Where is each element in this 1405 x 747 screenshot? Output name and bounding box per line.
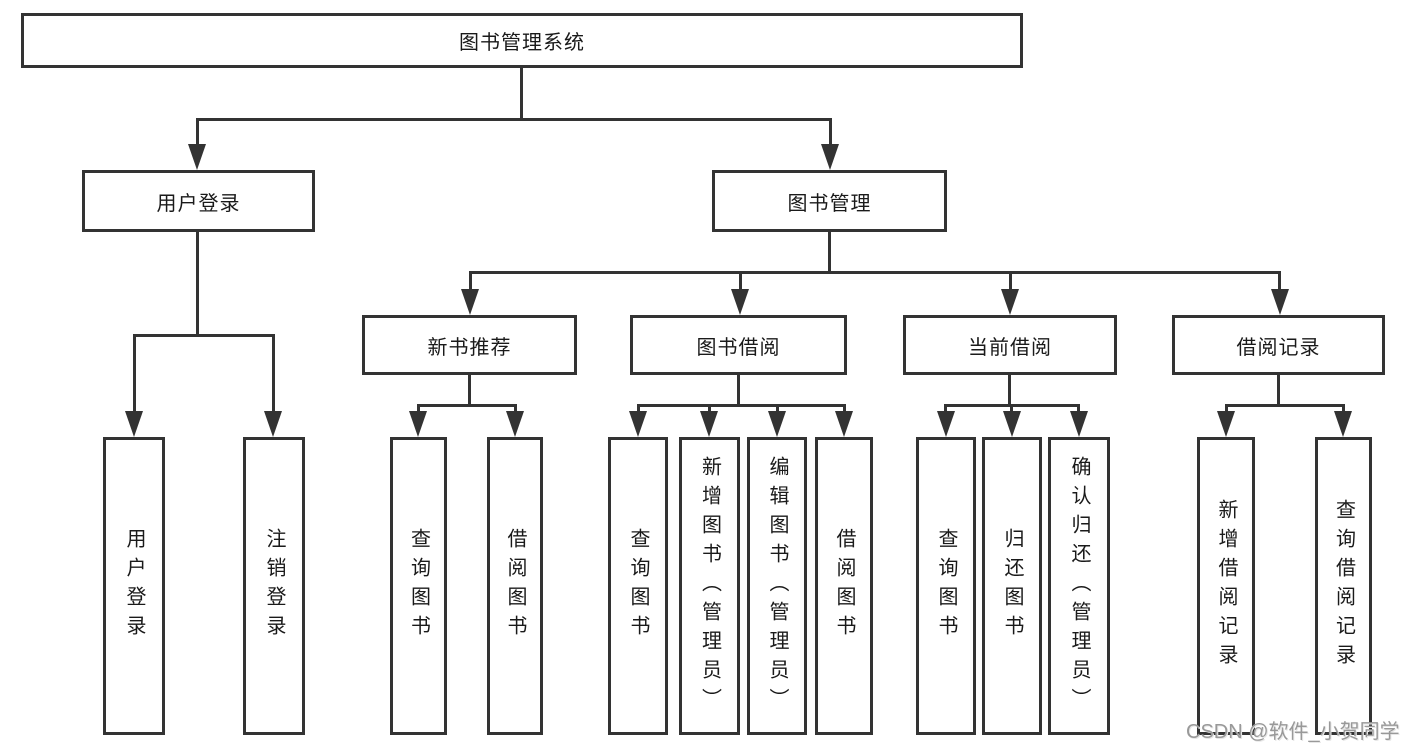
connector-line	[520, 68, 523, 118]
node-label: 用户登录	[156, 192, 241, 215]
connector-line	[1009, 271, 1012, 291]
arrow-down-icon	[1001, 289, 1019, 315]
leaf-label: 编辑图书（管理员）	[766, 455, 788, 717]
leaf-query-borrow-record: 查询借阅记录	[1315, 437, 1372, 735]
arrow-down-icon	[409, 411, 427, 437]
leaf-query-books-recommend: 查询图书	[390, 437, 447, 735]
connector-line	[1278, 271, 1281, 291]
node-current-borrow: 当前借阅	[903, 315, 1117, 375]
node-label: 图书管理系统	[459, 32, 585, 54]
arrow-down-icon	[188, 144, 206, 170]
leaf-confirm-return-admin: 确认归还（管理员）	[1048, 437, 1110, 735]
node-user-login: 用户登录	[82, 170, 315, 232]
node-book-management: 图书管理	[712, 170, 947, 232]
connector-line	[843, 404, 846, 414]
connector-line	[196, 118, 832, 121]
connector-line	[1225, 404, 1345, 407]
leaf-label: 确认归还（管理员）	[1068, 455, 1090, 717]
arrow-down-icon	[821, 144, 839, 170]
node-label: 新书推荐	[427, 336, 512, 359]
node-label: 图书借阅	[696, 336, 781, 359]
connector-line	[272, 334, 275, 414]
arrow-down-icon	[1070, 411, 1088, 437]
arrow-down-icon	[768, 411, 786, 437]
arrow-down-icon	[700, 411, 718, 437]
node-new-book-recommend: 新书推荐	[362, 315, 577, 375]
leaf-user-login: 用户登录	[103, 437, 165, 735]
connector-line	[468, 375, 471, 405]
arrow-down-icon	[461, 289, 479, 315]
connector-line	[637, 404, 640, 414]
arrow-down-icon	[506, 411, 524, 437]
connector-line	[829, 118, 832, 148]
leaf-label: 新增图书（管理员）	[698, 455, 721, 717]
arrow-down-icon	[1217, 411, 1235, 437]
node-root: 图书管理系统	[21, 13, 1023, 68]
connector-line	[417, 404, 420, 414]
arrow-down-icon	[1334, 411, 1352, 437]
connector-line	[469, 271, 472, 291]
leaf-label: 查询图书	[935, 528, 957, 644]
leaf-label: 借阅图书	[504, 528, 526, 644]
connector-line	[944, 404, 947, 414]
leaf-label: 查询图书	[627, 528, 649, 644]
leaf-logout: 注销登录	[243, 437, 305, 735]
leaf-borrow-books: 借阅图书	[815, 437, 873, 735]
leaf-borrow-books-recommend: 借阅图书	[487, 437, 543, 735]
leaf-label: 归还图书	[1001, 528, 1023, 644]
node-label: 图书管理	[787, 192, 872, 215]
node-label: 借阅记录	[1236, 336, 1321, 359]
connector-line	[133, 334, 136, 414]
leaf-edit-books-admin: 编辑图书（管理员）	[747, 437, 807, 735]
connector-line	[196, 232, 199, 336]
leaf-label: 借阅图书	[833, 528, 855, 644]
connector-line	[196, 118, 199, 148]
connector-line	[1342, 404, 1345, 414]
connector-line	[737, 375, 740, 405]
connector-line	[514, 404, 517, 414]
connector-line	[739, 271, 742, 291]
connector-line	[469, 271, 1281, 274]
leaf-add-borrow-record: 新增借阅记录	[1197, 437, 1255, 735]
leaf-label: 查询图书	[407, 528, 430, 644]
arrow-down-icon	[264, 411, 282, 437]
connector-line	[828, 232, 831, 273]
leaf-query-books-current: 查询图书	[916, 437, 976, 735]
connector-line	[1277, 375, 1280, 405]
connector-line	[1010, 404, 1013, 414]
connector-line	[133, 334, 274, 337]
arrow-down-icon	[125, 411, 143, 437]
leaf-label: 查询借阅记录	[1332, 499, 1355, 673]
connector-line	[1225, 404, 1228, 414]
arrow-down-icon	[835, 411, 853, 437]
arrow-down-icon	[629, 411, 647, 437]
node-book-borrow: 图书借阅	[630, 315, 847, 375]
connector-line	[708, 404, 711, 414]
leaf-query-books-borrow: 查询图书	[608, 437, 668, 735]
leaf-return-books: 归还图书	[982, 437, 1042, 735]
leaf-label: 新增借阅记录	[1215, 499, 1237, 673]
arrow-down-icon	[1271, 289, 1289, 315]
connector-line	[776, 404, 779, 414]
arrow-down-icon	[937, 411, 955, 437]
connector-line	[1008, 375, 1011, 405]
arrow-down-icon	[1003, 411, 1021, 437]
node-borrow-record: 借阅记录	[1172, 315, 1385, 375]
connector-line	[1077, 404, 1080, 414]
leaf-add-books-admin: 新增图书（管理员）	[679, 437, 740, 735]
connector-line	[417, 404, 517, 407]
csdn-watermark: CSDN @软件_小贺同学	[1186, 721, 1400, 743]
connector-line	[637, 404, 846, 407]
leaf-label: 用户登录	[123, 528, 145, 644]
node-label: 当前借阅	[968, 336, 1052, 359]
leaf-label: 注销登录	[263, 528, 285, 644]
arrow-down-icon	[731, 289, 749, 315]
